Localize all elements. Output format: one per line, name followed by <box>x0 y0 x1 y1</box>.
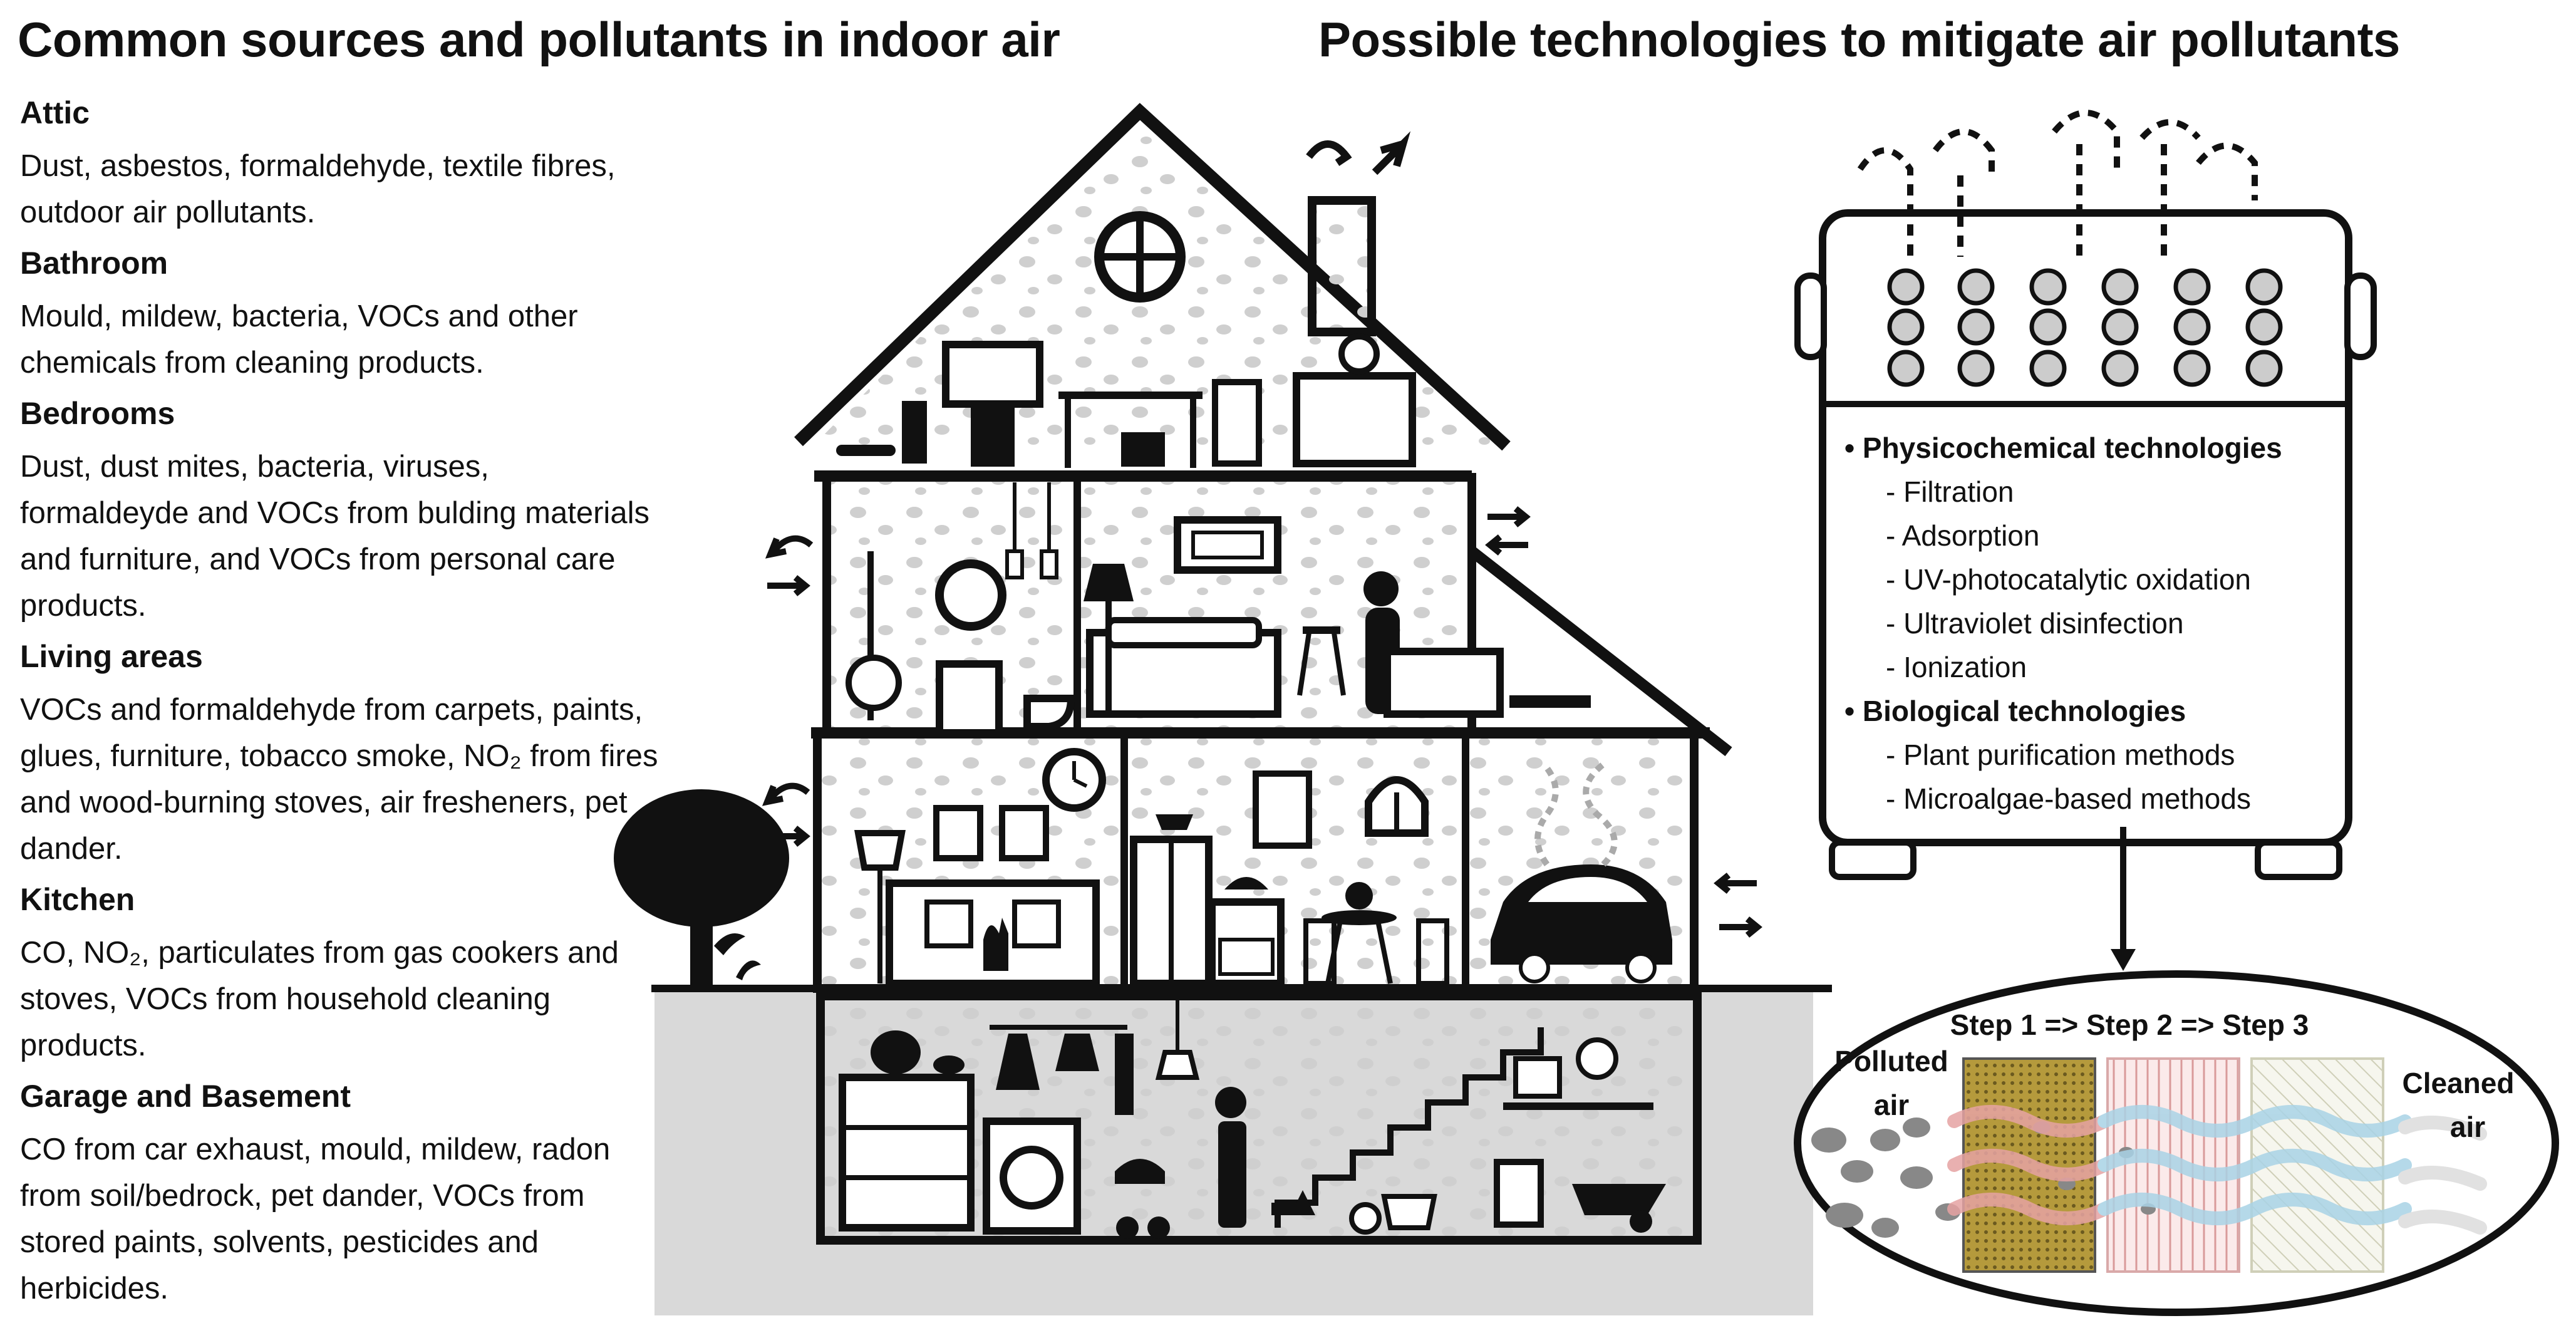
technology-item: Plant purification methods <box>1844 733 2346 777</box>
room-attic: Attic Dust, asbestos, formaldehyde, text… <box>20 94 659 236</box>
attic-window <box>1094 211 1186 303</box>
right-title: Possible technologies to mitigate air po… <box>1318 12 2400 67</box>
room-heading: Bathroom <box>20 246 168 281</box>
tree <box>614 789 789 990</box>
bedroom-furniture <box>1084 516 1591 718</box>
air-flow-streams <box>1947 1105 2487 1235</box>
clean-air-outflow <box>1857 110 2258 257</box>
room-heading: Living areas <box>20 639 203 674</box>
polluted-air-label-line1: Polluted <box>1834 1045 1948 1077</box>
garage-contents <box>1491 762 1672 983</box>
pollutant-sources-list: Attic Dust, asbestos, formaldehyde, text… <box>20 94 659 1320</box>
cleaned-air-label-line2: air <box>2450 1111 2485 1143</box>
chimney-exhaust-arrow <box>1306 131 1411 175</box>
technology-list: Physicochemical technologies Filtration … <box>1844 426 2346 821</box>
lower-roof <box>1468 546 1732 757</box>
technology-item: Microalgae-based methods <box>1844 777 2346 821</box>
room-pollutants: Dust, asbestos, formaldehyde, textile fi… <box>20 149 616 229</box>
middle-floor-frame <box>813 730 1699 993</box>
room-heading: Attic <box>20 95 90 130</box>
room-pollutants: CO, NO₂, particulates from gas cookers a… <box>20 936 619 1062</box>
room-heading: Bedrooms <box>20 396 175 431</box>
technology-item: Ultraviolet disinfection <box>1844 601 2346 645</box>
room-heading: Kitchen <box>20 882 135 917</box>
room-pollutants: Dust, dust mites, bacteria, viruses, for… <box>20 450 649 623</box>
cleaned-air-label-line1: Cleaned <box>2403 1067 2515 1099</box>
left-title: Common sources and pollutants in indoor … <box>18 12 1060 67</box>
chimney <box>1308 196 1376 336</box>
polluted-air-label-line2: air <box>1874 1089 1909 1121</box>
basement-frame <box>816 992 1702 1245</box>
bathroom-fixtures <box>846 482 1075 737</box>
living-room-furniture <box>854 748 1106 987</box>
purifier-vents <box>1887 268 2283 387</box>
basement-contents <box>839 996 1666 1239</box>
room-kitchen: Kitchen CO, NO₂, particulates from gas c… <box>20 881 659 1069</box>
biological-heading: Biological technologies <box>1844 689 2346 733</box>
room-pollutants: VOCs and formaldehyde from carpets, pain… <box>20 693 658 866</box>
room-garage-basement: Garage and Basement CO from car exhaust,… <box>20 1077 659 1312</box>
room-pollutants: Mould, mildew, bacteria, VOCs and other … <box>20 299 578 380</box>
process-steps-label: Step 1 => Step 2 => Step 3 <box>1950 1009 2309 1041</box>
technology-item: Adsorption <box>1844 514 2346 557</box>
technology-item: Filtration <box>1844 470 2346 514</box>
physicochemical-heading: Physicochemical technologies <box>1844 426 2346 470</box>
room-pollutants: CO from car exhaust, mould, mildew, rado… <box>20 1133 611 1305</box>
technology-item: Ionization <box>1844 645 2346 689</box>
room-heading: Garage and Basement <box>20 1079 351 1114</box>
roof <box>794 103 1511 451</box>
room-bathroom: Bathroom Mould, mildew, bacteria, VOCs a… <box>20 244 659 386</box>
kitchen-furniture <box>1130 770 1449 987</box>
airflow-arrows <box>762 506 1762 938</box>
connector-arrowhead <box>2111 949 2136 971</box>
technology-item: UV-photocatalytic oxidation <box>1844 557 2346 601</box>
attic-furniture <box>836 333 1416 468</box>
room-bedrooms: Bedrooms Dust, dust mites, bacteria, vir… <box>20 395 659 629</box>
polluted-particles <box>1811 1117 2156 1238</box>
room-living-areas: Living areas VOCs and formaldehyde from … <box>20 638 659 872</box>
